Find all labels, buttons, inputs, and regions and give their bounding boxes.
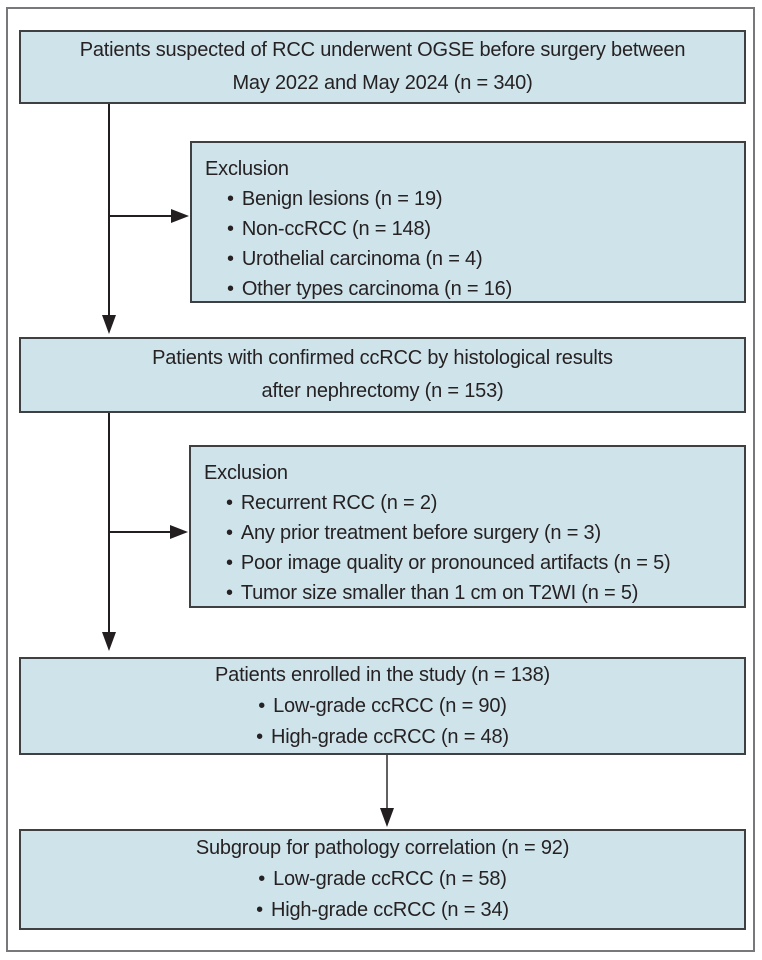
bullet-icon: • [258, 694, 266, 717]
box-bullet-text: Low-grade ccRCC (n = 58) [273, 868, 507, 890]
exclusion-item: • Urothelial carcinoma (n = 4) [205, 244, 738, 274]
exclusion-item-text: Other types carcinoma (n = 16) [241, 278, 513, 300]
box-bullet-line: • Low-grade ccRCC (n = 90) [21, 691, 744, 722]
box-bullet-line: • High-grade ccRCC (n = 48) [21, 722, 744, 753]
box-text-line: Patients suspected of RCC underwent OGSE… [79, 39, 686, 61]
exclusion-title: Exclusion [204, 462, 288, 484]
bullet-icon: • [227, 188, 234, 210]
box-text-line: May 2022 and May 2024 (n = 340) [232, 72, 533, 94]
bullet-icon: • [227, 248, 234, 270]
box-bullet-line: • High-grade ccRCC (n = 34) [21, 895, 744, 926]
flow-box-suspected-rcc: Patients suspected of RCC underwent OGSE… [19, 30, 746, 104]
exclusion-title: Exclusion [205, 158, 289, 180]
exclusion-item: • Other types carcinoma (n = 16) [205, 274, 738, 304]
exclusion-item-text: Tumor size smaller than 1 cm on T2WI (n … [240, 582, 639, 604]
box-bullet-line: • Low-grade ccRCC (n = 58) [21, 864, 744, 895]
box-text-line: Patients with confirmed ccRCC by histolo… [152, 347, 613, 369]
box-bullet-text: High-grade ccRCC (n = 48) [270, 725, 509, 748]
bullet-icon: • [226, 492, 233, 514]
box-bullet-text: Low-grade ccRCC (n = 90) [273, 694, 507, 717]
box-heading: Subgroup for pathology correlation (n = … [195, 837, 570, 859]
exclusion-item-text: Recurrent RCC (n = 2) [240, 492, 438, 514]
flow-box-confirmed-ccrcc: Patients with confirmed ccRCC by histolo… [19, 337, 746, 413]
exclusion-item-text: Poor image quality or pronounced artifac… [240, 552, 671, 574]
flow-box-exclusion-1: Exclusion • Benign lesions (n = 19) • Non-… [190, 141, 746, 303]
bullet-icon: • [227, 218, 234, 240]
exclusion-item: • Tumor size smaller than 1 cm on T2WI (n… [204, 578, 738, 608]
flow-box-pathology-subgroup: Subgroup for pathology correlation (n = … [19, 829, 746, 930]
bullet-icon: • [227, 278, 234, 300]
exclusion-item-text: Urothelial carcinoma (n = 4) [241, 248, 483, 270]
exclusion-item: • Any prior treatment before surgery (n =… [204, 518, 738, 548]
bullet-icon: • [256, 725, 263, 748]
box-heading: Patients enrolled in the study (n = 138) [215, 663, 550, 686]
exclusion-item: • Poor image quality or pronounced artifa… [204, 548, 738, 578]
figure-frame [6, 7, 755, 952]
exclusion-item: • Benign lesions (n = 19) [205, 184, 738, 214]
bullet-icon: • [258, 868, 266, 890]
exclusion-item-text: Benign lesions (n = 19) [241, 188, 443, 210]
exclusion-item: • Non-ccRCC (n = 148) [205, 214, 738, 244]
exclusion-item-text: Non-ccRCC (n = 148) [241, 218, 431, 240]
exclusion-item: • Recurrent RCC (n = 2) [204, 488, 738, 518]
bullet-icon: • [226, 582, 233, 604]
bullet-icon: • [226, 522, 233, 544]
exclusion-item-text: Any prior treatment before surgery (n = … [240, 522, 601, 544]
box-bullet-text: High-grade ccRCC (n = 34) [270, 899, 509, 921]
box-text-line: after nephrectomy (n = 153) [261, 380, 504, 402]
flow-box-exclusion-2: Exclusion • Recurrent RCC (n = 2) • Any pr… [189, 445, 746, 608]
flow-box-enrolled: Patients enrolled in the study (n = 138)… [19, 657, 746, 755]
bullet-icon: • [256, 899, 263, 921]
bullet-icon: • [226, 552, 233, 574]
